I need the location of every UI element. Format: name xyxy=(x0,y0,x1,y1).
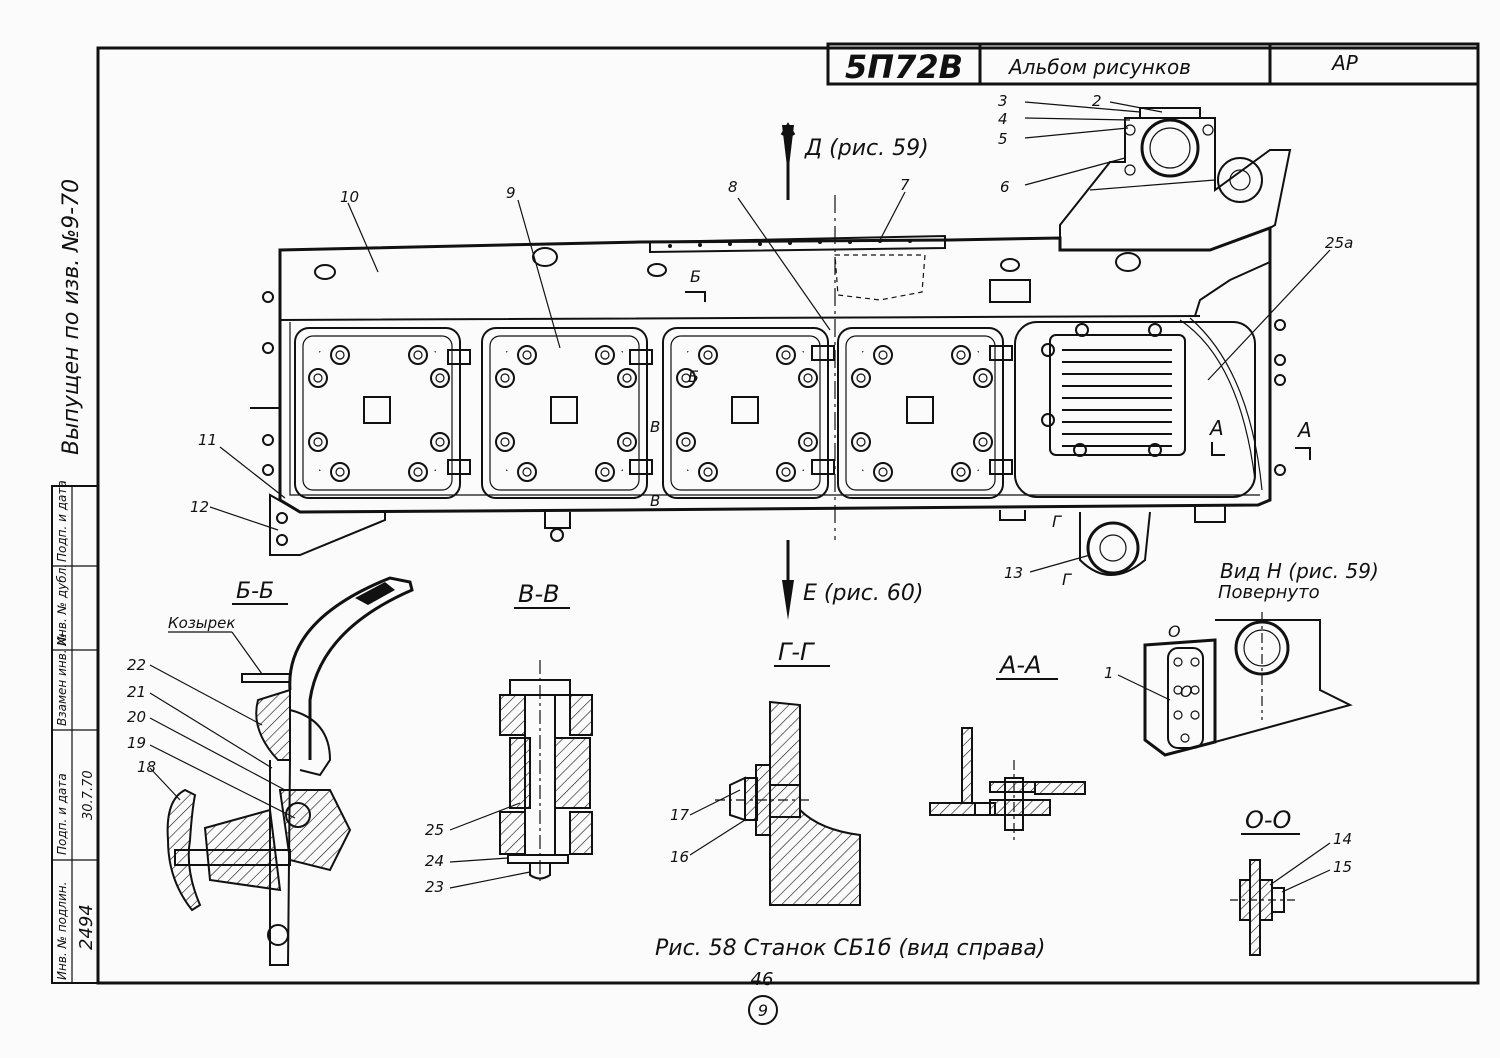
callout-3: 3 xyxy=(998,92,1008,110)
callout-19: 19 xyxy=(127,734,146,752)
title-block: 5П72В Альбом рисунков АР xyxy=(826,42,1480,86)
cut-o-left: О xyxy=(1168,622,1181,641)
callout-25a: 25а xyxy=(1325,234,1353,252)
figure-caption: Рис. 58 Станок СБ1б (вид справа) xyxy=(655,936,1045,961)
bb-leader-lines xyxy=(149,664,296,819)
visor-label: Козырек xyxy=(168,614,235,632)
callout-4: 4 xyxy=(998,110,1008,128)
view-d-label: Д (рис. 59) xyxy=(804,136,929,161)
section-gg-label: Г-Г xyxy=(778,638,815,666)
callout-20: 20 xyxy=(127,708,146,726)
callout-6: 6 xyxy=(1000,178,1010,196)
callout-10: 10 xyxy=(340,188,359,206)
title-album: Альбом рисунков xyxy=(1007,55,1191,79)
margin-note: Выпущен по изв. №9-70 xyxy=(59,179,84,455)
view-n-sub: Повернуто xyxy=(1218,582,1320,603)
stamp-inv-number: 2494 xyxy=(76,904,97,950)
view-n: Вид Н (рис. 59) Повернуто О О xyxy=(1117,559,1379,757)
callout-24: 24 xyxy=(425,852,444,870)
cut-v-bottom: В xyxy=(650,492,660,510)
callout-15: 15 xyxy=(1333,858,1352,876)
page-number: 46 xyxy=(751,969,774,990)
side-stamp: Инв. № подлин. Подп. и дата Взамен инв. … xyxy=(51,480,99,984)
main-side-view xyxy=(250,107,1292,620)
section-gg: Г-Г xyxy=(715,638,861,906)
cut-g-top: Г xyxy=(1052,512,1062,531)
cut-a-left: А xyxy=(1208,416,1224,440)
callout-9: 9 xyxy=(506,184,516,202)
cut-b-bottom: Б xyxy=(688,367,699,386)
callout-8: 8 xyxy=(728,178,738,196)
window-panels xyxy=(294,327,1013,499)
callout-18: 18 xyxy=(137,758,156,776)
stamp-header-sign: Подп. и дата xyxy=(55,773,69,855)
section-vv-label: В-В xyxy=(518,580,560,608)
section-bb: Б-Б Козырек xyxy=(166,576,414,966)
title-code: 5П72В xyxy=(845,48,963,86)
callout-16: 16 xyxy=(670,848,689,866)
callout-25: 25 xyxy=(425,821,444,839)
callout-17: 17 xyxy=(670,806,690,824)
section-vv: В-В xyxy=(499,580,593,885)
stamp-header-dup: Инв. № дубл. xyxy=(55,564,69,646)
callout-22: 22 xyxy=(127,656,146,674)
cut-v-top: В xyxy=(650,418,660,436)
callout-2: 2 xyxy=(1092,92,1102,110)
title-mark: АР xyxy=(1330,51,1359,75)
callout-7: 7 xyxy=(900,176,910,194)
view-n-title: Вид Н (рис. 59) xyxy=(1220,559,1379,583)
view-e-label: Е (рис. 60) xyxy=(803,581,923,606)
stamp-header-sign2: Подп. и дата xyxy=(55,480,69,562)
section-aa: А-А xyxy=(929,651,1086,840)
radiator-panel xyxy=(1014,321,1256,498)
section-oo: О-О xyxy=(1230,806,1331,956)
callout-12: 12 xyxy=(190,498,209,516)
circle-mark: 9 xyxy=(758,1001,768,1020)
stamp-signature-date: 30.7.70 xyxy=(81,770,96,820)
section-oo-label: О-О xyxy=(1245,806,1291,834)
callout-1: 1 xyxy=(1104,664,1114,682)
cut-b-top: Б xyxy=(690,267,701,286)
cut-a-right: А xyxy=(1296,418,1312,442)
callout-13: 13 xyxy=(1004,564,1023,582)
callout-21: 21 xyxy=(127,683,146,701)
section-aa-label: А-А xyxy=(998,651,1042,679)
callout-23: 23 xyxy=(425,878,444,896)
section-bb-label: Б-Б xyxy=(236,579,274,604)
callout-14: 14 xyxy=(1333,830,1352,848)
cut-o-inner: О xyxy=(1180,682,1193,701)
callout-11: 11 xyxy=(198,431,217,449)
stamp-header-replace: Взамен инв. № xyxy=(55,633,69,726)
leader-lines xyxy=(209,101,1331,573)
callout-5: 5 xyxy=(998,130,1008,148)
stamp-header-inv: Инв. № подлин. xyxy=(55,882,69,980)
cut-g-bottom: Г xyxy=(1062,570,1072,589)
